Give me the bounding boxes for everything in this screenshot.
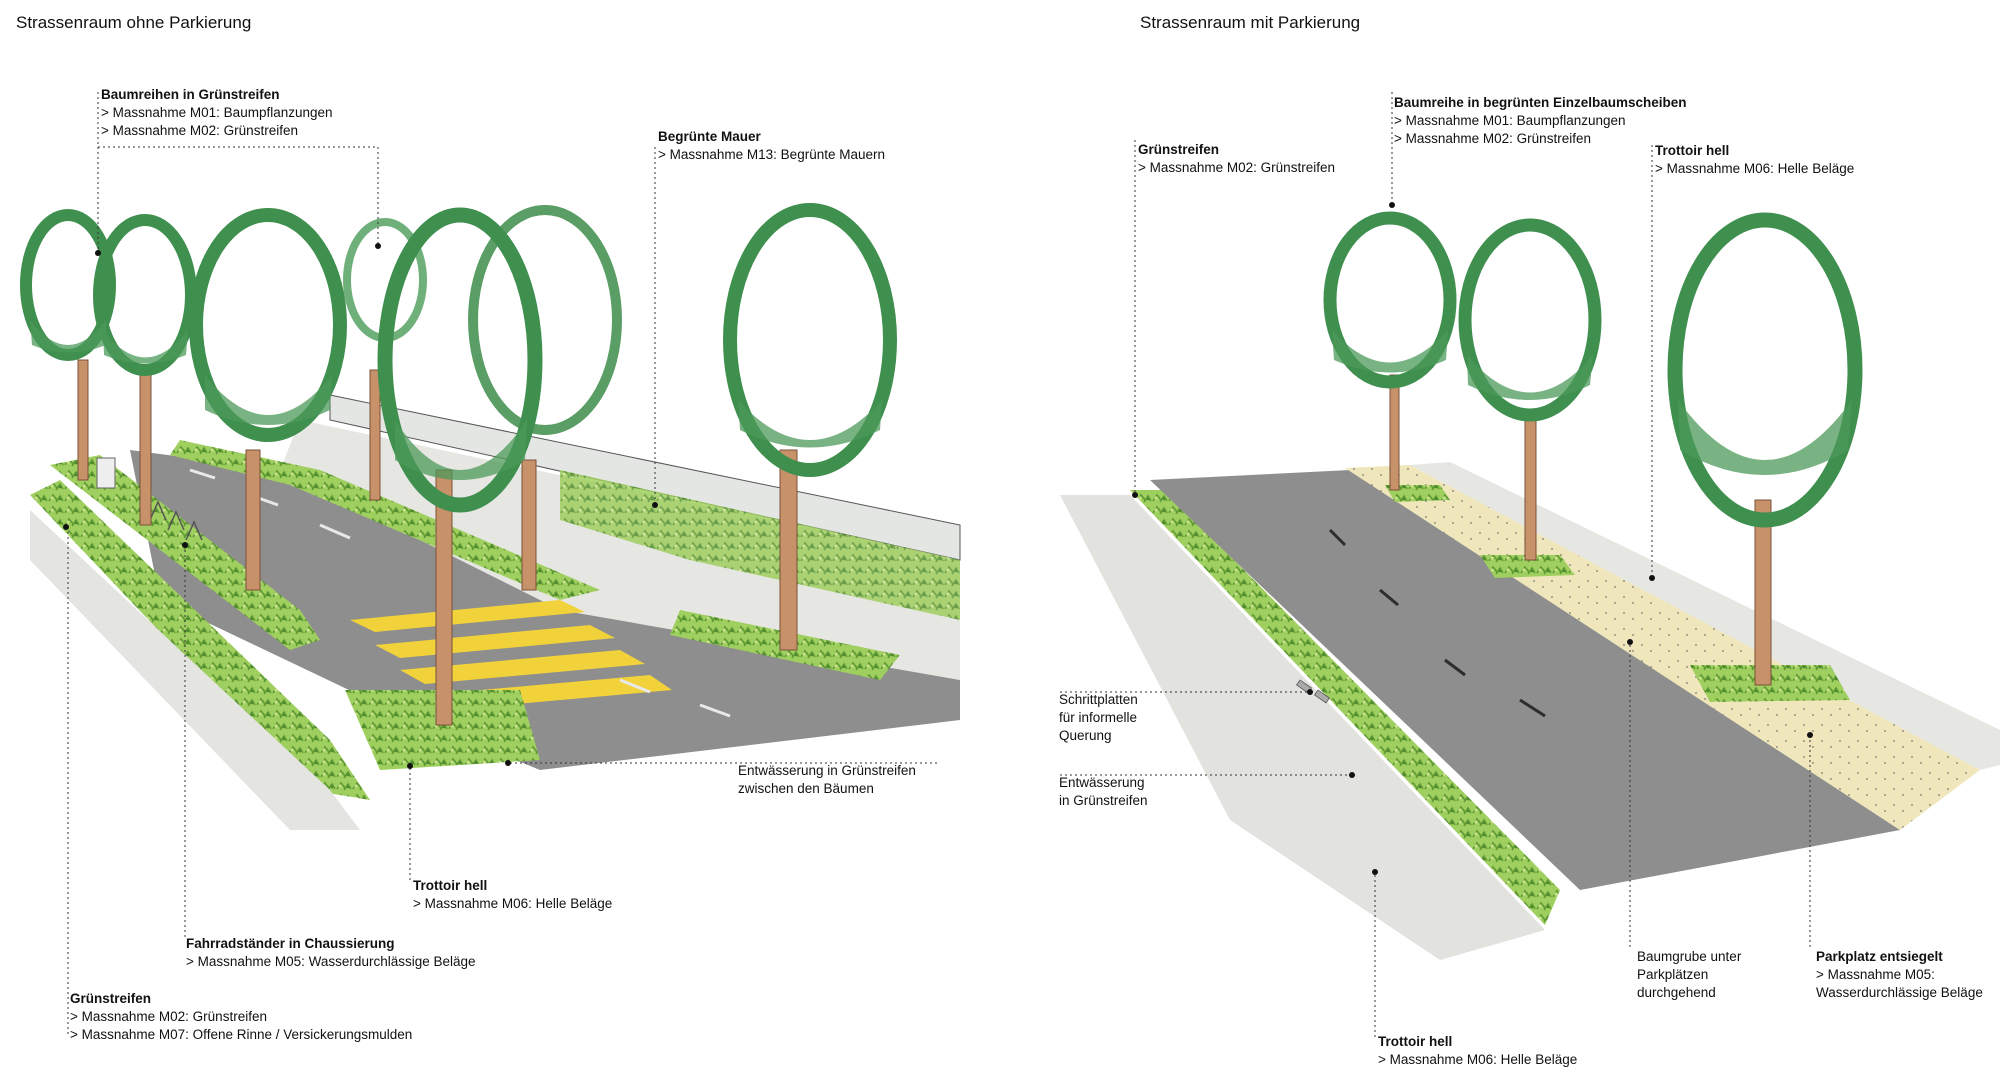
- left-tree-crowns: [20, 203, 897, 513]
- label-line: > Massnahme M01: Baumpflanzungen: [101, 105, 333, 120]
- label-line: > Massnahme M06: Helle Beläge: [413, 896, 613, 911]
- label-line: zwischen den Bäumen: [738, 781, 874, 796]
- label-heading: Trottoir hell: [413, 878, 488, 893]
- label-line: Querung: [1059, 728, 1112, 743]
- label-baumreihen: Baumreihen in Grünstreifen > Massnahme M…: [101, 86, 333, 140]
- label-gruenstreifen-right: Grünstreifen > Massnahme M02: Grünstreif…: [1138, 141, 1335, 177]
- right-lane-marks: [1328, 528, 1546, 718]
- label-trottoir-top-right: Trottoir hell > Massnahme M06: Helle Bel…: [1655, 142, 1854, 178]
- left-panel-title: Strassenraum ohne Parkierung: [16, 13, 252, 32]
- right-panel-title: Strassenraum mit Parkierung: [1140, 13, 1361, 32]
- label-line: Baumgrube unter: [1637, 949, 1742, 964]
- label-line: Entwässerung in Grünstreifen: [738, 763, 916, 778]
- label-line: > Massnahme M02: Grünstreifen: [101, 123, 298, 138]
- label-heading: Fahrradständer in Chaussierung: [186, 936, 395, 951]
- label-line: Wasserdurchlässige Beläge: [1816, 985, 1983, 1000]
- left-bike-racks: [149, 500, 203, 541]
- label-heading: Baumreihen in Grünstreifen: [101, 87, 280, 102]
- label-line: > Massnahme M05:: [1816, 967, 1935, 982]
- label-baumgrube: Baumgrube unter Parkplätzen durchgehend: [1637, 948, 1741, 1002]
- label-line: > Massnahme M05: Wasserdurchlässige Belä…: [186, 954, 476, 969]
- left-median-green: [170, 440, 600, 600]
- label-line: Parkplätzen: [1637, 967, 1709, 982]
- right-leader-dots: [1132, 202, 1813, 875]
- label-schrittplatten: Schrittplatten für informelle Querung: [1059, 691, 1138, 745]
- label-line: für informelle: [1059, 710, 1138, 725]
- label-heading: Begrünte Mauer: [658, 129, 761, 144]
- right-tree-crowns: [1323, 211, 1863, 528]
- label-line: Entwässerung: [1059, 775, 1145, 790]
- right-sidewalk: [1410, 462, 2000, 770]
- label-heading: Trottoir hell: [1378, 1034, 1453, 1049]
- label-entwaesserung-right: Entwässerung in Grünstreifen: [1059, 774, 1148, 810]
- label-line: > Massnahme M06: Helle Beläge: [1655, 161, 1855, 176]
- label-entwaesserung-left: Entwässerung in Grünstreifen zwischen de…: [738, 762, 916, 798]
- left-near-sidewalk: [30, 510, 360, 830]
- label-line: > Massnahme M07: Offene Rinne / Versicke…: [70, 1027, 413, 1042]
- label-baumreihe: Baumreihe in begrünten Einzelbaumscheibe…: [1394, 94, 1687, 148]
- left-near-green: [50, 455, 320, 650]
- left-tree-trunks: [77, 359, 798, 726]
- label-line: > Massnahme M13: Begrünte Mauern: [658, 147, 885, 162]
- left-near-green-2: [30, 480, 370, 800]
- label-heading: Grünstreifen: [1138, 142, 1220, 157]
- left-far-shrubs: [560, 470, 960, 620]
- label-line: > Massnahme M02: Grünstreifen: [1394, 131, 1591, 146]
- left-tree-bed: [345, 690, 540, 770]
- label-trottoir-left: Trottoir hell > Massnahme M06: Helle Bel…: [413, 877, 612, 913]
- right-green-strip: [1130, 490, 1560, 925]
- label-fahrradstaender: Fahrradständer in Chaussierung > Massnah…: [186, 935, 476, 971]
- right-road: [1150, 470, 1900, 890]
- label-line: > Massnahme M02: Grünstreifen: [70, 1009, 267, 1024]
- label-line: > Massnahme M01: Baumpflanzungen: [1394, 113, 1626, 128]
- label-line: Schrittplatten: [1059, 692, 1138, 707]
- label-begruente-mauer: Begrünte Mauer > Massnahme M13: Begrünte…: [658, 128, 885, 164]
- label-heading: Parkplatz entsiegelt: [1816, 949, 1943, 964]
- label-line: in Grünstreifen: [1059, 793, 1148, 808]
- right-sketch: [1060, 92, 2000, 1040]
- right-crown-fills: [1332, 330, 1852, 475]
- right-leader-lines: [1060, 92, 1811, 1040]
- label-line: > Massnahme M06: Helle Beläge: [1378, 1052, 1578, 1067]
- label-line: durchgehend: [1637, 985, 1716, 1000]
- left-leader-dots: [63, 243, 658, 769]
- right-tree-trunks: [1389, 374, 1772, 686]
- label-line: > Massnahme M02: Grünstreifen: [1138, 160, 1335, 175]
- label-gruenstreifen-left: Grünstreifen > Massnahme M02: Grünstreif…: [70, 990, 412, 1044]
- label-trottoir-bottom-right: Trottoir hell > Massnahme M06: Helle Bel…: [1378, 1033, 1577, 1069]
- label-heading: Trottoir hell: [1655, 143, 1730, 158]
- label-heading: Baumreihe in begrünten Einzelbaumscheibe…: [1394, 95, 1687, 110]
- left-utility-box: [96, 457, 116, 489]
- left-lane-marks: [189, 468, 731, 718]
- left-sketch: [20, 92, 961, 1035]
- right-outer-sidewalk: [1060, 495, 1545, 960]
- left-leader-lines: [67, 92, 940, 1035]
- label-parkplatz: Parkplatz entsiegelt > Massnahme M05: Wa…: [1816, 948, 1983, 1002]
- left-crown-fills: [30, 320, 882, 480]
- label-heading: Grünstreifen: [70, 991, 152, 1006]
